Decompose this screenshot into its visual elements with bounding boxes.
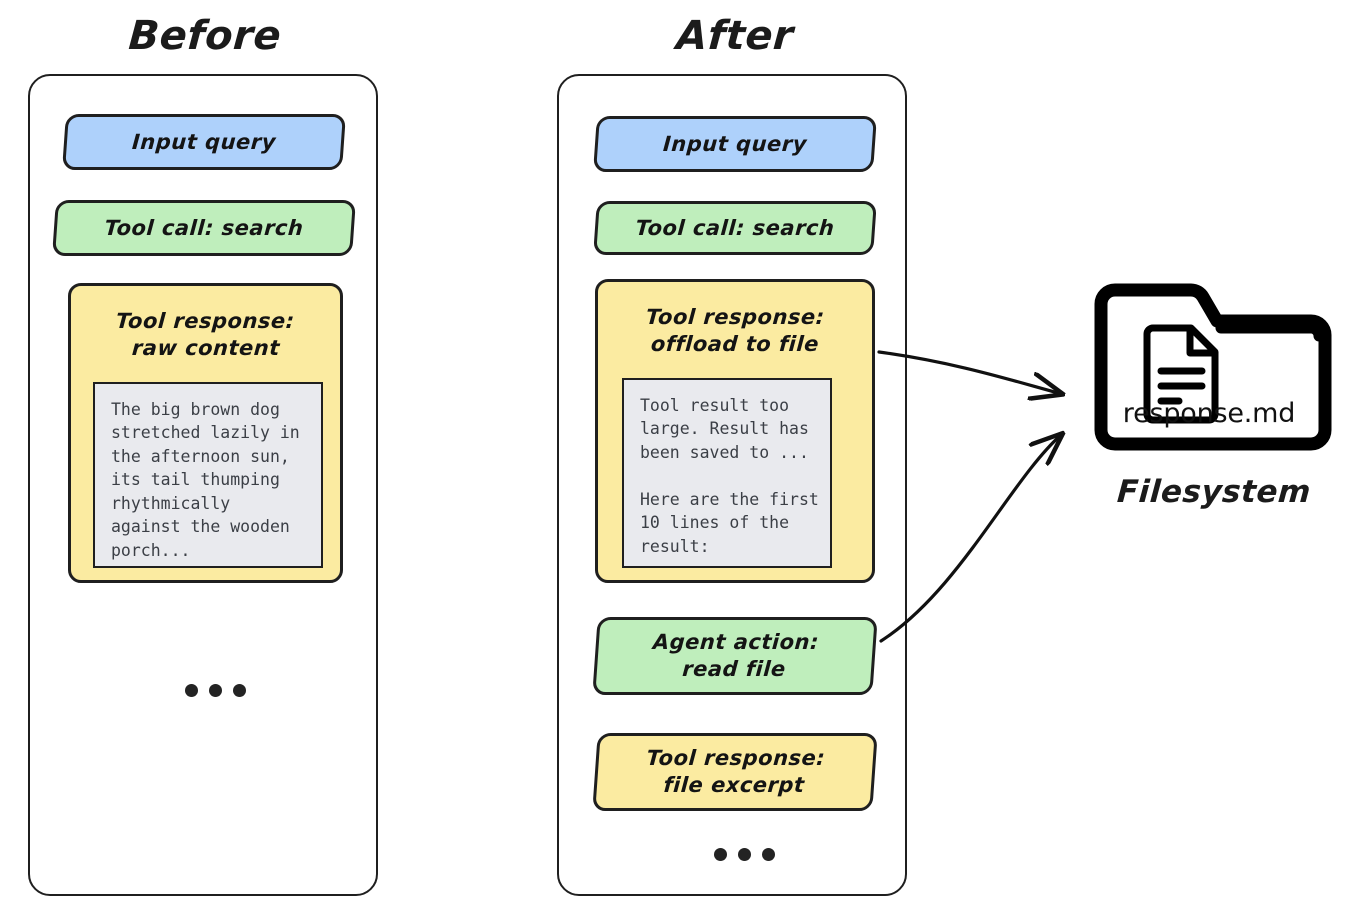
message-box-tool-response-offload[interactable]: Tool response: offload to file Tool resu… bbox=[595, 279, 875, 583]
column-title-after: After bbox=[674, 13, 796, 59]
message-line: Input query bbox=[662, 131, 808, 156]
filesystem-label: Filesystem bbox=[1115, 474, 1313, 510]
dot bbox=[233, 684, 246, 697]
dot bbox=[738, 848, 751, 861]
message-line: Tool response: bbox=[115, 309, 296, 333]
more-lines-indicator: 13124 more lines... bbox=[111, 562, 307, 566]
column-title-before: Before bbox=[127, 13, 283, 59]
message-box-tool-call[interactable]: Tool call: search bbox=[593, 201, 877, 255]
code-preview-pane: The big brown dog stretched lazily in th… bbox=[93, 382, 323, 568]
message-box-tool-response-raw[interactable]: Tool response: raw content The big brown… bbox=[68, 283, 343, 583]
message-line: raw content bbox=[130, 335, 281, 360]
code-body: Tool result too large. Result has been s… bbox=[640, 396, 819, 566]
code-body: The big brown dog stretched lazily in th… bbox=[111, 400, 300, 560]
message-line: Tool call: search bbox=[103, 215, 305, 240]
folder-icon[interactable] bbox=[1085, 278, 1337, 458]
dot bbox=[209, 684, 222, 697]
ellipsis-before bbox=[185, 684, 246, 697]
context-panel-before: Input query Tool call: search Tool respo… bbox=[28, 74, 378, 896]
message-line: offload to file bbox=[650, 331, 820, 356]
filesystem-group: response.md Filesystem bbox=[1085, 278, 1355, 518]
message-box-agent-action[interactable]: Agent action: read file bbox=[592, 617, 878, 695]
document-icon bbox=[1143, 324, 1219, 424]
dot bbox=[762, 848, 775, 861]
context-panel-after: Input query Tool call: search Tool respo… bbox=[557, 74, 907, 896]
message-box-tool-response-excerpt[interactable]: Tool response: file excerpt bbox=[592, 733, 878, 811]
dot bbox=[714, 848, 727, 861]
message-box-input-query[interactable]: Input query bbox=[62, 114, 346, 170]
message-box-tool-call[interactable]: Tool call: search bbox=[52, 200, 356, 256]
message-line: read file bbox=[681, 657, 787, 681]
message-box-input-query[interactable]: Input query bbox=[593, 116, 877, 172]
message-line: Tool response: bbox=[644, 305, 826, 329]
message-line: Agent action: bbox=[652, 630, 820, 655]
message-line: Tool response: bbox=[645, 746, 827, 771]
ellipsis-after bbox=[714, 848, 775, 861]
message-line: Input query bbox=[131, 129, 277, 154]
message-line: Tool call: search bbox=[634, 215, 836, 240]
arrow-filesystem-to-agent-action bbox=[879, 434, 1062, 643]
folder-filename: response.md bbox=[1122, 398, 1296, 429]
code-preview-pane: Tool result too large. Result has been s… bbox=[622, 378, 832, 568]
dot bbox=[185, 684, 198, 697]
message-line: file excerpt bbox=[662, 773, 806, 797]
